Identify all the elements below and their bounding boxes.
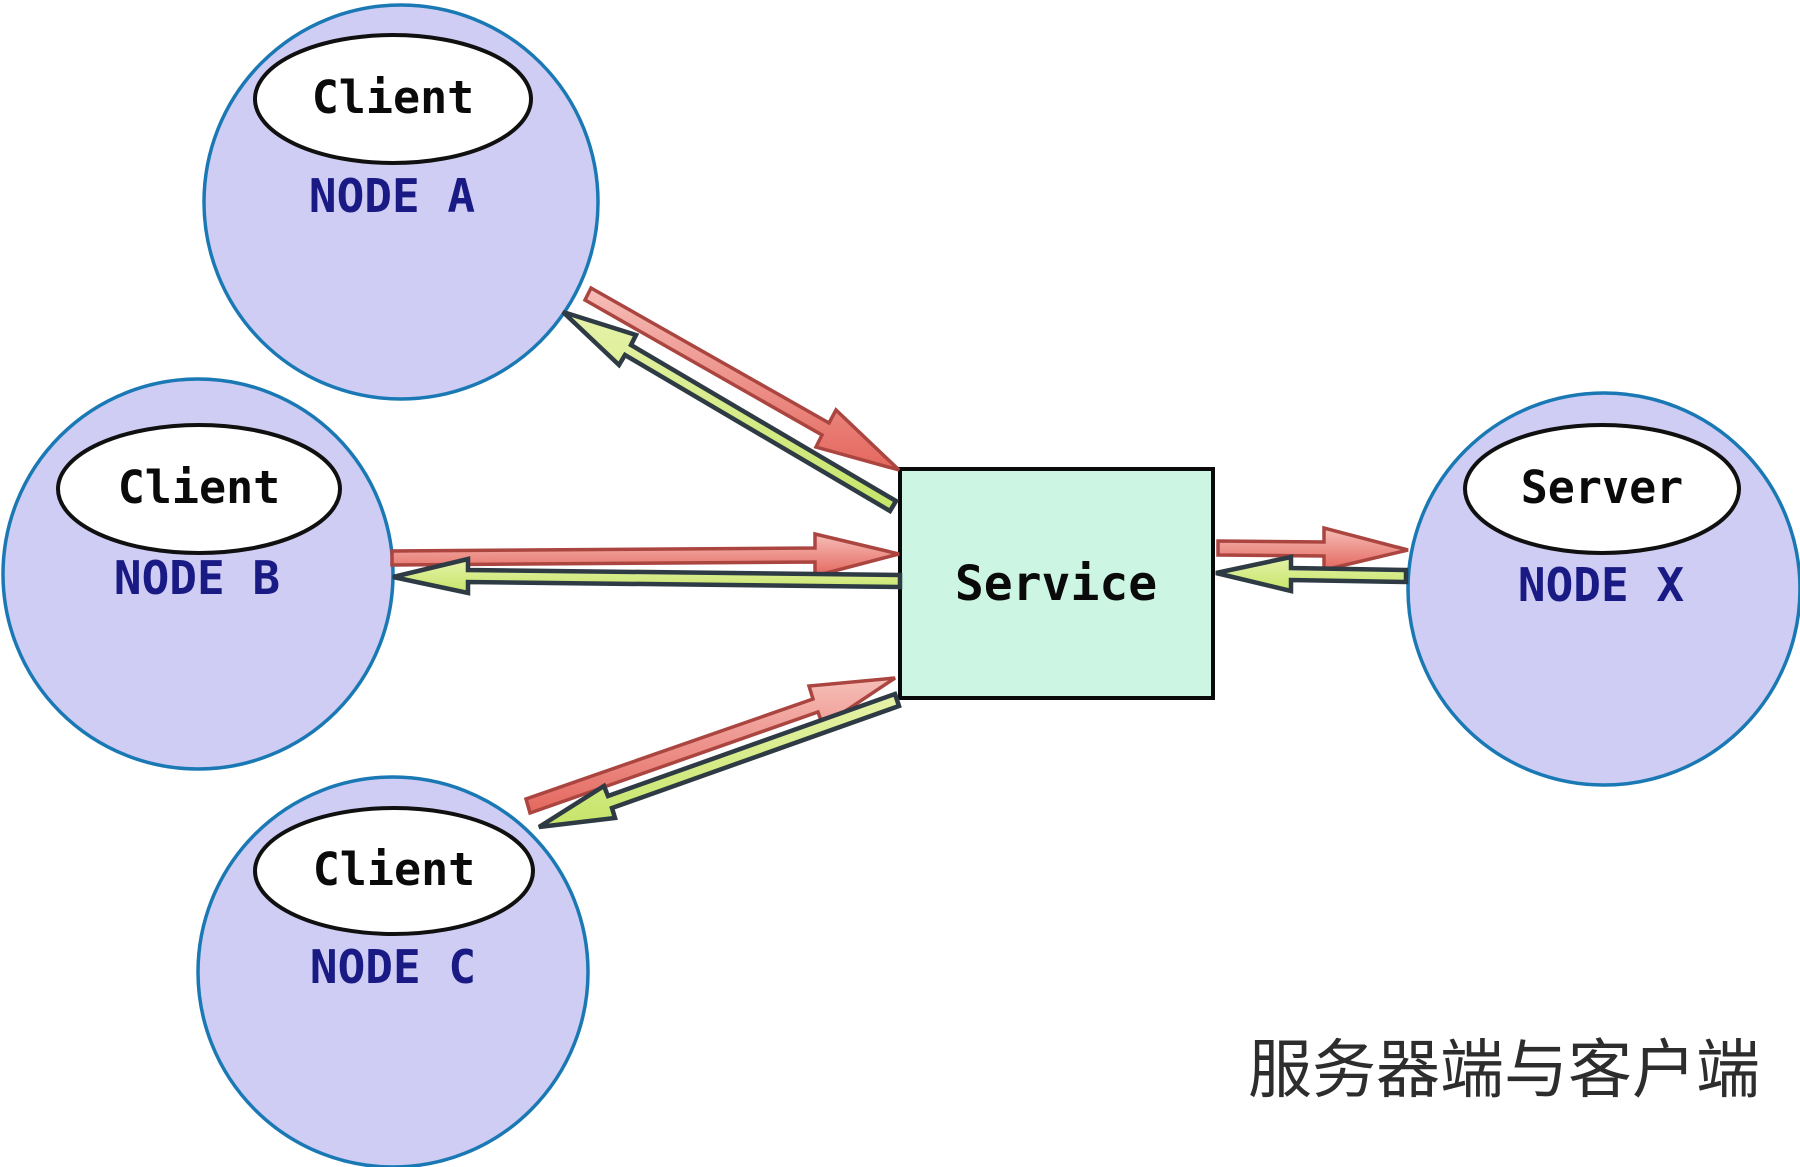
node-b: Client NODE B: [1, 377, 395, 771]
service-box: [898, 467, 1215, 700]
arrow-green-service-to-node-a: [561, 309, 900, 515]
node-b-name-label: NODE B: [114, 551, 280, 605]
node-c-role-label: Client: [313, 843, 476, 896]
arrow-green-service-to-node-b: [392, 556, 903, 596]
node-a-role-label: Client: [312, 71, 475, 124]
arrow-green-service-to-node-c: [537, 691, 902, 830]
caption-text: 服务器端与客户端: [1248, 1035, 1760, 1106]
node-x-role-label: Server: [1521, 461, 1684, 514]
node-a-name-label: NODE A: [309, 169, 475, 223]
arrow-red-node-a-to-service: [582, 285, 901, 472]
service-node: Service: [898, 467, 1215, 700]
node-x-name-label: NODE X: [1518, 558, 1684, 612]
node-c-role-ellipse: [253, 806, 535, 936]
arrow-green-node-x-to-service: [1215, 554, 1409, 594]
arrow-red-node-b-to-service: [390, 531, 900, 579]
node-b-role-ellipse: [56, 423, 342, 555]
node-c-name-label: NODE C: [310, 940, 476, 994]
node-a-role-ellipse: [253, 33, 533, 165]
arrow-red-service-to-node-x: [1216, 525, 1409, 573]
arrow-red-node-c-to-service: [523, 676, 896, 816]
node-x: Server NODE X: [1406, 391, 1800, 787]
node-c: Client NODE C: [196, 775, 590, 1167]
node-a: Client NODE A: [202, 3, 600, 401]
node-b-role-label: Client: [118, 461, 281, 514]
node-x-role-ellipse: [1463, 423, 1741, 555]
service-label: Service: [955, 556, 1157, 612]
